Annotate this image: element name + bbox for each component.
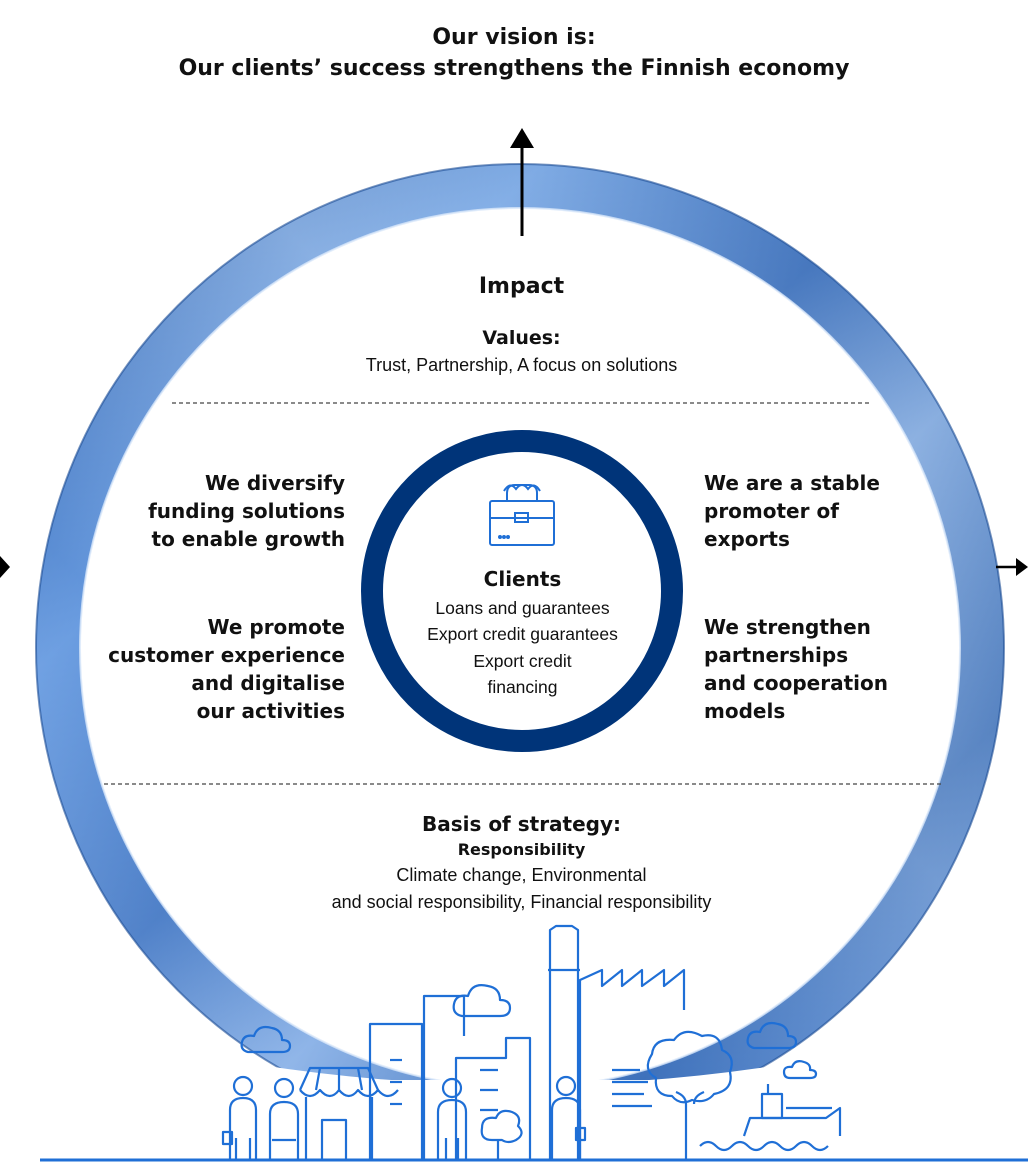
vision-statement: Our clients’ success strengthens the Fin…	[178, 56, 850, 81]
basis-line: and social responsibility, Financial res…	[331, 892, 712, 912]
vision-block: Our vision is: Our clients’ success stre…	[0, 22, 1028, 84]
inner-ring	[361, 430, 683, 752]
cloud-icon	[746, 1021, 798, 1050]
goal-promoter-of-exports: We are a stable promoter of exports	[704, 469, 964, 553]
cloud-icon	[782, 1060, 818, 1080]
goal-line: exports	[704, 527, 790, 551]
right-arrow-icon	[996, 558, 1028, 576]
briefcase-icon	[489, 484, 555, 546]
values-text: Trust, Partnership, A focus on solutions	[365, 355, 678, 375]
goal-line: We promote	[207, 615, 346, 639]
goal-line: partnerships	[704, 643, 849, 667]
left-arrow-icon	[0, 556, 10, 578]
goal-line: customer experience	[108, 643, 345, 667]
goal-line: to enable growth	[151, 527, 345, 551]
goal-line: We diversify	[204, 471, 345, 495]
up-arrow-icon	[510, 128, 534, 236]
goal-line: funding solutions	[148, 499, 345, 523]
client-service-line: Loans and guarantees	[435, 598, 610, 618]
goal-line: We are a stable	[704, 471, 880, 495]
goal-line: and digitalise	[191, 671, 345, 695]
impact-label: Impact	[478, 274, 565, 299]
goal-line: promoter of	[704, 499, 839, 523]
goal-diversify-funding: We diversify funding solutions to enable…	[25, 469, 345, 553]
cloud-icon	[452, 984, 512, 1018]
basis-sublabel: Responsibility	[457, 840, 586, 859]
tree-icon	[646, 1030, 733, 1160]
goal-line: our activities	[196, 699, 345, 723]
goal-partnerships: We strengthen partnerships and cooperati…	[704, 613, 964, 725]
basis-label: Basis of strategy:	[421, 812, 622, 836]
basis-line: Climate change, Environmental	[396, 865, 647, 885]
goal-line: and cooperation	[704, 671, 888, 695]
cloud-icon	[240, 1025, 292, 1054]
client-service-line: Export credit guarantees	[427, 624, 618, 644]
values-label: Values:	[482, 327, 561, 349]
goal-line: models	[704, 699, 786, 723]
client-service-line: Export credit	[473, 651, 572, 671]
goal-line: We strengthen	[704, 615, 871, 639]
goal-customer-experience: We promote customer experience and digit…	[25, 613, 345, 725]
vision-heading: Our vision is:	[432, 25, 596, 50]
city-illustration	[40, 924, 1028, 1162]
client-service-line: financing	[487, 677, 558, 697]
outer-ring	[35, 163, 1005, 1080]
factory-icon	[548, 924, 686, 1160]
cargo-ship-icon	[699, 1084, 842, 1152]
people-icon	[221, 1075, 587, 1160]
clients-label: Clients	[483, 567, 562, 591]
shop-icon	[298, 1066, 399, 1162]
